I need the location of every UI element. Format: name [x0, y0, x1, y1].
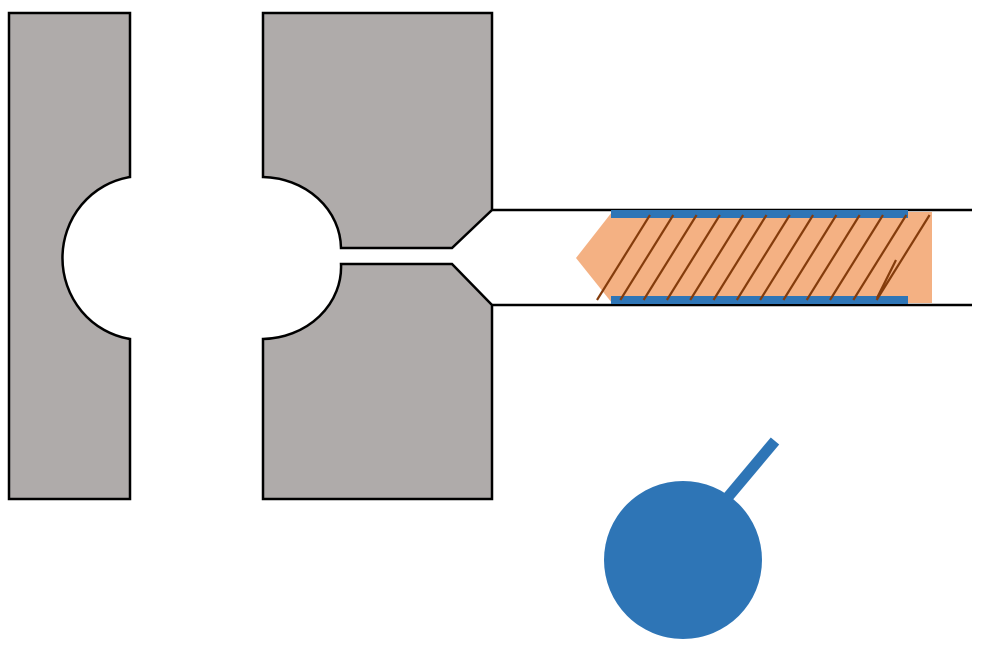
mold-block-left [7, 11, 132, 501]
hatch-line [619, 214, 675, 301]
hatch-line [782, 214, 838, 301]
hatch-line [759, 214, 815, 301]
sphere-with-rod [604, 437, 780, 639]
insert-hatching [596, 214, 931, 301]
hatch-line [805, 214, 861, 301]
sphere-rod [723, 437, 780, 501]
sphere [604, 481, 762, 639]
hatch-line [876, 259, 897, 299]
hatch-line [829, 214, 884, 301]
hatch-line [596, 214, 651, 301]
hatch-line [852, 214, 908, 301]
hatch-line [642, 214, 698, 301]
hatched-insert [576, 210, 932, 304]
hatch-line [665, 214, 721, 301]
mold-block-right-upper [261, 11, 494, 250]
hatch-line [735, 214, 791, 301]
hatch-line [875, 214, 931, 301]
mold-block-right-lower [261, 262, 494, 501]
insert-top-band [611, 210, 908, 218]
hatch-line [689, 214, 745, 301]
insert-bottom-band [611, 296, 908, 304]
hatch-line [712, 214, 768, 301]
